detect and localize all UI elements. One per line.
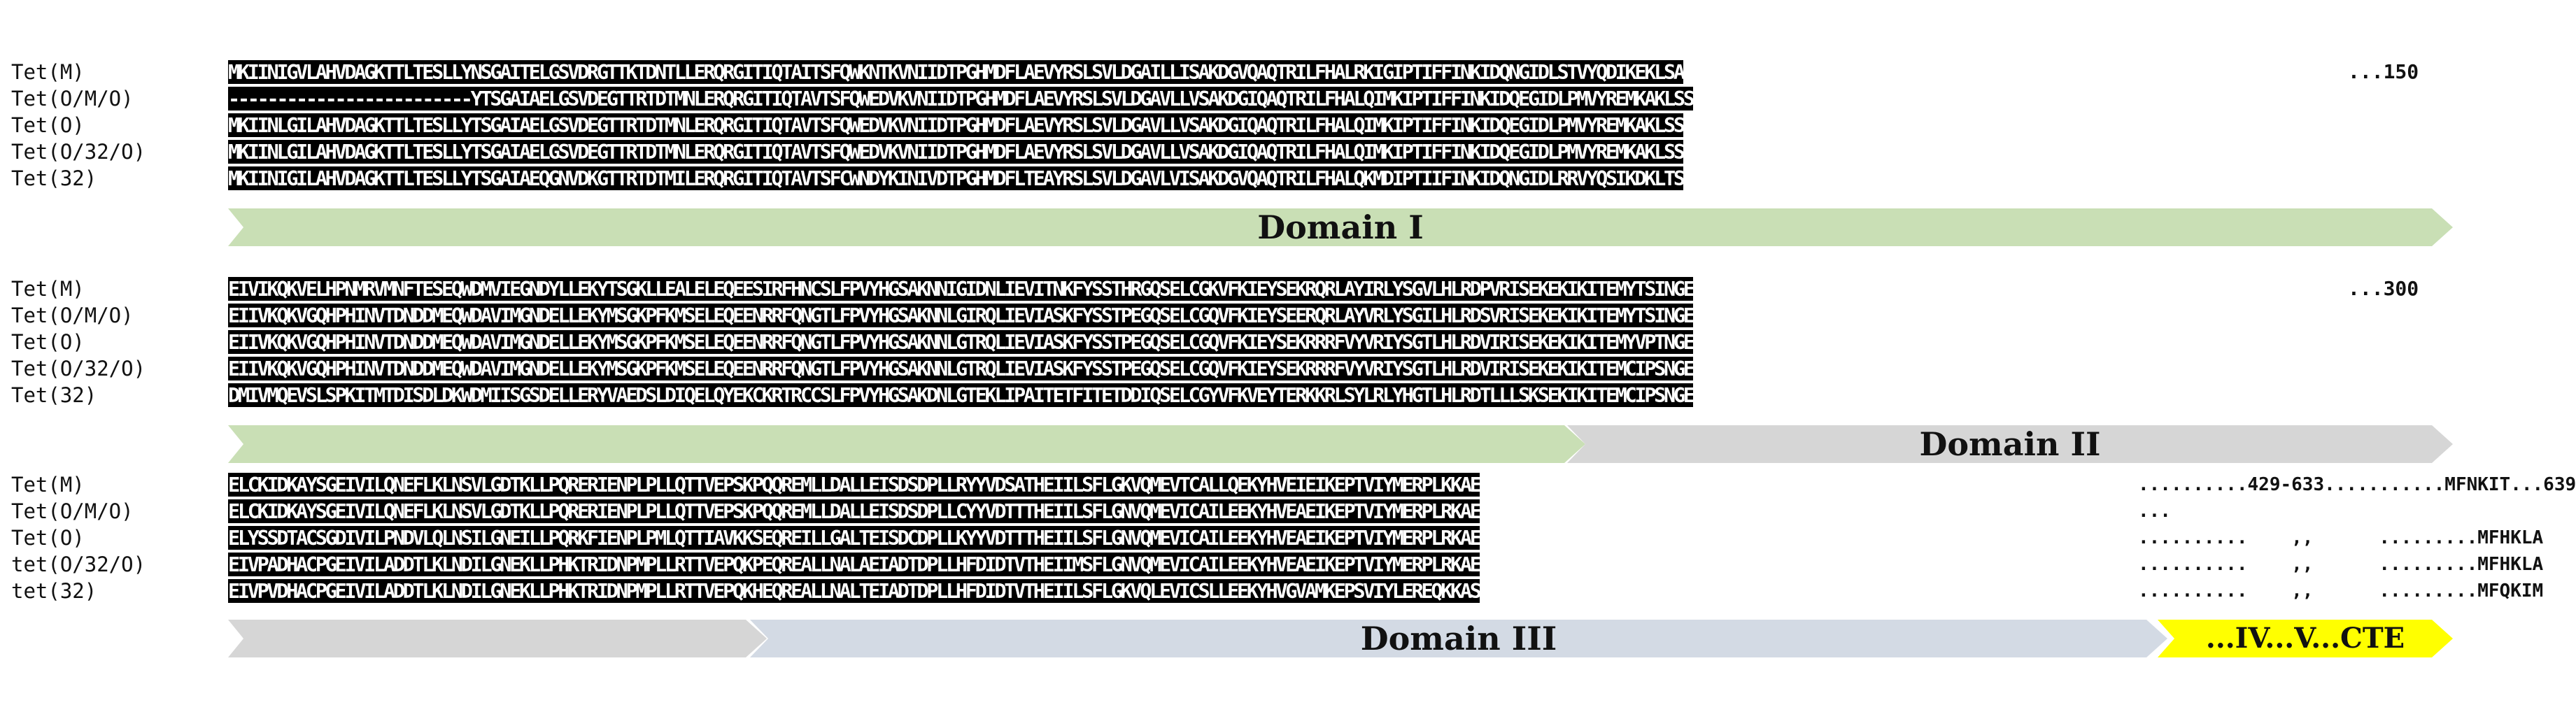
domain-3-label-wrap: Domain III <box>750 620 2167 657</box>
position-marker: ...150 <box>2348 60 2419 83</box>
domain-1-arrow <box>228 208 2453 246</box>
c-terminal-domains-arrow <box>2158 620 2453 657</box>
sequence-label: Tet(O) <box>11 113 85 137</box>
sequence-residues: EIVPVDHACPGEIVILADDTLKLNDILGNEKLLPHKTRID… <box>228 579 1482 603</box>
alignment-row-tet-o: Tet(O) ELYSSDTACSGDIVILPNDVLQLNSILGNEILL… <box>0 525 2549 551</box>
sequence-residues: EIVIKQKVELHPNMRVMNFTESEQWDMVIEGNDYLLEKYT… <box>228 277 1695 301</box>
sequence-label: Tet(M) <box>11 473 85 497</box>
alignment-row-tet-m: Tet(M) MKIINIGVLAHVDAGKTTLTESLLYNSGAITEL… <box>0 59 2549 85</box>
domain-1-continuation-arrow <box>228 425 1585 463</box>
sequence-residues: MKIINLGILAHVDAGKTTLTESLLYTSGAIAELGSVDEGT… <box>228 140 1685 164</box>
alignment-row-tet-m: Tet(M) EIVIKQKVELHPNMRVMNFTESEQWDMVIEGND… <box>0 276 2549 302</box>
domain-3-arrow <box>750 620 2167 657</box>
c-terminal-tail: ..........429-633...........MFNKIT...639 <box>2138 474 2576 495</box>
sequence-residues: EIIVKQKVGQHPHINVTDNDDMEQWDAVIMGNDELLEKYM… <box>228 330 1695 354</box>
sequence-residues: ELCKIDKAYSGEIVILQNEFLKLNSVLGDTKLLPQRERIE… <box>228 473 1482 497</box>
alignment-row-tet-32: tet(32) EIVPVDHACPGEIVILADDTLKLNDILGNEKL… <box>0 578 2549 604</box>
c-terminal-tail: ... <box>2138 501 2171 522</box>
c-terminal-tail: .......... ,, .........MFQKIM <box>2138 581 2544 601</box>
c-terminal-domains-label: ...IV...V...CTE <box>2205 622 2405 655</box>
sequence-label: Tet(O) <box>11 526 85 550</box>
sequence-label: tet(32) <box>11 579 97 603</box>
alignment-row-tet-o32o: Tet(O/32/O) MKIINLGILAHVDAGKTTLTESLLYTSG… <box>0 138 2549 165</box>
sequence-label: Tet(M) <box>11 277 85 301</box>
alignment-row-tet-omo: Tet(O/M/O) -------------------------YTSG… <box>0 85 2549 112</box>
sequence-label: tet(O/32/O) <box>11 553 146 576</box>
alignment-row-tet-omo: Tet(O/M/O) ELCKIDKAYSGEIVILQNEFLKLNSVLGD… <box>0 498 2549 525</box>
domain-2-continuation-arrow <box>228 620 767 657</box>
alignment-row-tet-32: Tet(32) MKIINIGILAHVDAGKTTLTESLLYTSGAIAE… <box>0 165 2549 192</box>
domain-1-label: Domain I <box>1257 208 1424 246</box>
sequence-residues: MKIINIGILAHVDAGKTTLTESLLYTSGAIAEQGNVDKGT… <box>228 166 1685 190</box>
sequence-label: Tet(M) <box>11 60 85 84</box>
domain-3-label: Domain III <box>1360 620 1557 657</box>
sequence-residues: ELYSSDTACSGDIVILPNDVLQLNSILGNEILLPQRKFIE… <box>228 526 1482 550</box>
c-terminal-tail: .......... ,, .........MFHKLA <box>2138 554 2544 575</box>
sequence-residues: MKIINIGVLAHVDAGKTTLTESLLYNSGAITELGSVDRGT… <box>228 60 1685 84</box>
sequence-label: Tet(O/32/O) <box>11 357 146 380</box>
alignment-row-tet-o: Tet(O) EIIVKQKVGQHPHINVTDNDDMEQWDAVIMGND… <box>0 329 2549 355</box>
sequence-label: Tet(O/M/O) <box>11 499 134 523</box>
domain-2-arrow <box>1567 425 2453 463</box>
sequence-residues: ELCKIDKAYSGEIVILQNEFLKLNSVLGDTKLLPQRERIE… <box>228 499 1482 523</box>
sequence-label: Tet(O/M/O) <box>11 87 134 111</box>
sequence-label: Tet(32) <box>11 166 97 190</box>
position-marker: ...300 <box>2348 277 2419 300</box>
alignment-row-tet-o32o: tet(O/32/O) EIVPADHACPGEIVILADDTLKLNDILG… <box>0 551 2549 578</box>
c-terminal-tail: .......... ,, .........MFHKLA <box>2138 527 2544 548</box>
sequence-label: Tet(O/32/O) <box>11 140 146 164</box>
sequence-label: Tet(32) <box>11 383 97 407</box>
sequence-label: Tet(O) <box>11 330 85 354</box>
domain-2-label: Domain II <box>1919 425 2101 463</box>
domain-2-label-wrap: Domain II <box>1567 425 2453 463</box>
sequence-residues: MKIINLGILAHVDAGKTTLTESLLYTSGAIAELGSVDEGT… <box>228 113 1685 137</box>
alignment-row-tet-o32o: Tet(O/32/O) EIIVKQKVGQHPHINVTDNDDMEQWDAV… <box>0 355 2549 382</box>
alignment-row-tet-32: Tet(32) DMIVMQEVSLSPKITMTDISDLDKWDMIISGS… <box>0 382 2549 408</box>
c-terminal-label-wrap: ...IV...V...CTE <box>2158 620 2453 657</box>
alignment-row-tet-omo: Tet(O/M/O) EIIVKQKVGQHPHINVTDNDDMEQWDAVI… <box>0 302 2549 329</box>
sequence-residues: DMIVMQEVSLSPKITMTDISDLDKWDMIISGSDELLERYV… <box>228 383 1695 407</box>
sequence-residues: EIVPADHACPGEIVILADDTLKLNDILGNEKLLPHKTRID… <box>228 553 1482 576</box>
domain-1-label-wrap: Domain I <box>228 208 2453 246</box>
alignment-row-tet-o: Tet(O) MKIINLGILAHVDAGKTTLTESLLYTSGAIAEL… <box>0 112 2549 138</box>
sequence-residues: EIIVKQKVGQHPHINVTDNDDMEQWDAVIMGNDELLEKYM… <box>228 357 1695 380</box>
alignment-row-tet-m: Tet(M) ELCKIDKAYSGEIVILQNEFLKLNSVLGDTKLL… <box>0 471 2576 498</box>
sequence-label: Tet(O/M/O) <box>11 304 134 327</box>
sequence-residues: -------------------------YTSGAIAELGSVDEG… <box>228 87 1695 111</box>
sequence-residues: EIIVKQKVGQHPHINVTDNDDMEQWDAVIMGNDELLEKYM… <box>228 304 1695 327</box>
